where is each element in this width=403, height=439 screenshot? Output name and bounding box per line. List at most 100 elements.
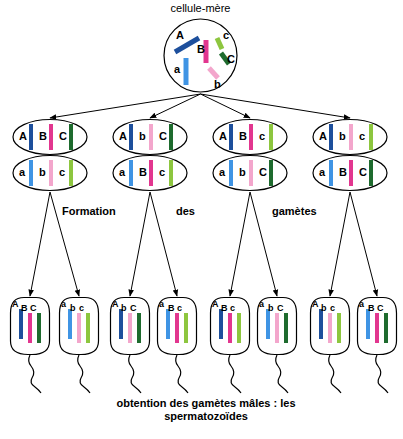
cell-outline: [12, 119, 88, 191]
dividing-cell: AbCaBc: [112, 119, 188, 191]
allele-letter: A: [212, 300, 219, 309]
chromosome: [384, 313, 388, 343]
allele-letter: b: [121, 304, 127, 313]
chromosome: [184, 313, 188, 343]
allele-letter: C: [30, 304, 37, 313]
chromosome: [169, 160, 173, 186]
chromosome: [149, 160, 153, 186]
cell-half: [113, 120, 187, 155]
chromosome: [219, 309, 223, 339]
sperm-tail: [129, 355, 141, 393]
allele-letter: B: [221, 304, 228, 313]
arrow-connector: [330, 192, 350, 296]
cell-membrane: [164, 19, 237, 92]
chromosome: [209, 68, 218, 78]
chromosome: [228, 313, 232, 343]
allele-letter: a: [219, 167, 225, 178]
allele-letter: a: [319, 167, 325, 178]
spermatozoon: ABc: [210, 297, 250, 355]
chromosome: [366, 309, 370, 339]
cell-outline: [212, 119, 288, 191]
allele-letter: C: [227, 54, 235, 65]
allele-letter: b: [339, 131, 346, 142]
chromosome: [28, 313, 32, 343]
text-label: Formation: [62, 206, 116, 217]
allele-letter: b: [239, 167, 246, 178]
chromosome: [49, 124, 53, 150]
chromosome: [129, 160, 133, 186]
allele-letter: b: [139, 131, 146, 142]
spermatozoon: ABC: [10, 297, 50, 355]
sperm-tail: [29, 355, 41, 393]
allele-letter: C: [377, 304, 384, 313]
allele-letter: c: [159, 167, 165, 178]
allele-letter: c: [259, 131, 265, 142]
chromosome: [68, 309, 72, 339]
chromosome: [166, 309, 170, 339]
chromosome: [275, 313, 279, 343]
sperm-tail: [329, 355, 341, 393]
sperm-tail: [176, 355, 188, 393]
chromosome: [329, 160, 333, 186]
allele-letter: B: [368, 304, 375, 313]
chromosome: [169, 124, 173, 150]
chromosome: [349, 124, 353, 150]
allele-letter: B: [21, 304, 28, 313]
allele-letter: C: [277, 304, 284, 313]
allele-letter: a: [359, 300, 364, 309]
cell-outline: [312, 119, 388, 191]
text-label: des: [176, 206, 195, 217]
allele-letter: A: [319, 131, 327, 142]
cell-half: [313, 156, 387, 191]
chromosome: [249, 124, 253, 150]
mother-cell: cellule-mèreABcCab: [163, 18, 238, 93]
chromosome: [319, 309, 323, 339]
chromosome: [229, 160, 233, 186]
sperm-head: [311, 298, 350, 355]
chromosome: [149, 124, 153, 150]
arrow-connector: [30, 192, 50, 296]
dividing-cell: AbcaBC: [312, 119, 388, 191]
chromosome: [229, 124, 233, 150]
sperm-head: [211, 298, 250, 355]
allele-letter: c: [230, 304, 235, 313]
arrow-connector: [50, 94, 201, 118]
allele-letter: a: [174, 64, 180, 75]
chromosome: [37, 313, 41, 343]
allele-letter: c: [59, 167, 65, 178]
allele-letter: c: [79, 304, 84, 313]
text-label: gamètes: [272, 206, 317, 217]
chromosome: [19, 309, 23, 339]
chromosome: [337, 313, 341, 343]
allele-letter: c: [223, 30, 229, 41]
allele-letter: a: [61, 300, 66, 309]
spermatozoon: abC: [257, 297, 297, 355]
allele-letter: C: [130, 304, 137, 313]
chromosome: [369, 124, 373, 150]
chromosome: [284, 313, 288, 343]
allele-letter: A: [119, 131, 127, 142]
chromosome: [29, 124, 33, 150]
allele-letter: B: [339, 167, 347, 178]
cell-half: [13, 120, 87, 155]
chromosome: [269, 124, 273, 150]
allele-letter: c: [359, 131, 365, 142]
arrow-connector: [150, 94, 201, 118]
sperm-tail: [78, 355, 90, 393]
allele-letter: B: [39, 131, 47, 142]
spermatozoon: abc: [59, 297, 99, 355]
chromosome: [128, 313, 132, 343]
arrow-connector: [230, 192, 250, 296]
dividing-cell: ABCabc: [12, 119, 88, 191]
chromosome: [49, 160, 53, 186]
chromosome: [349, 160, 353, 186]
arrow-connector: [201, 94, 351, 118]
spermatozoon: aBC: [357, 297, 397, 355]
chromosome: [29, 160, 33, 186]
allele-letter: b: [321, 304, 327, 313]
allele-letter: a: [259, 300, 264, 309]
chromosome: [237, 313, 241, 343]
chromosome: [129, 124, 133, 150]
sperm-tail: [376, 355, 388, 393]
